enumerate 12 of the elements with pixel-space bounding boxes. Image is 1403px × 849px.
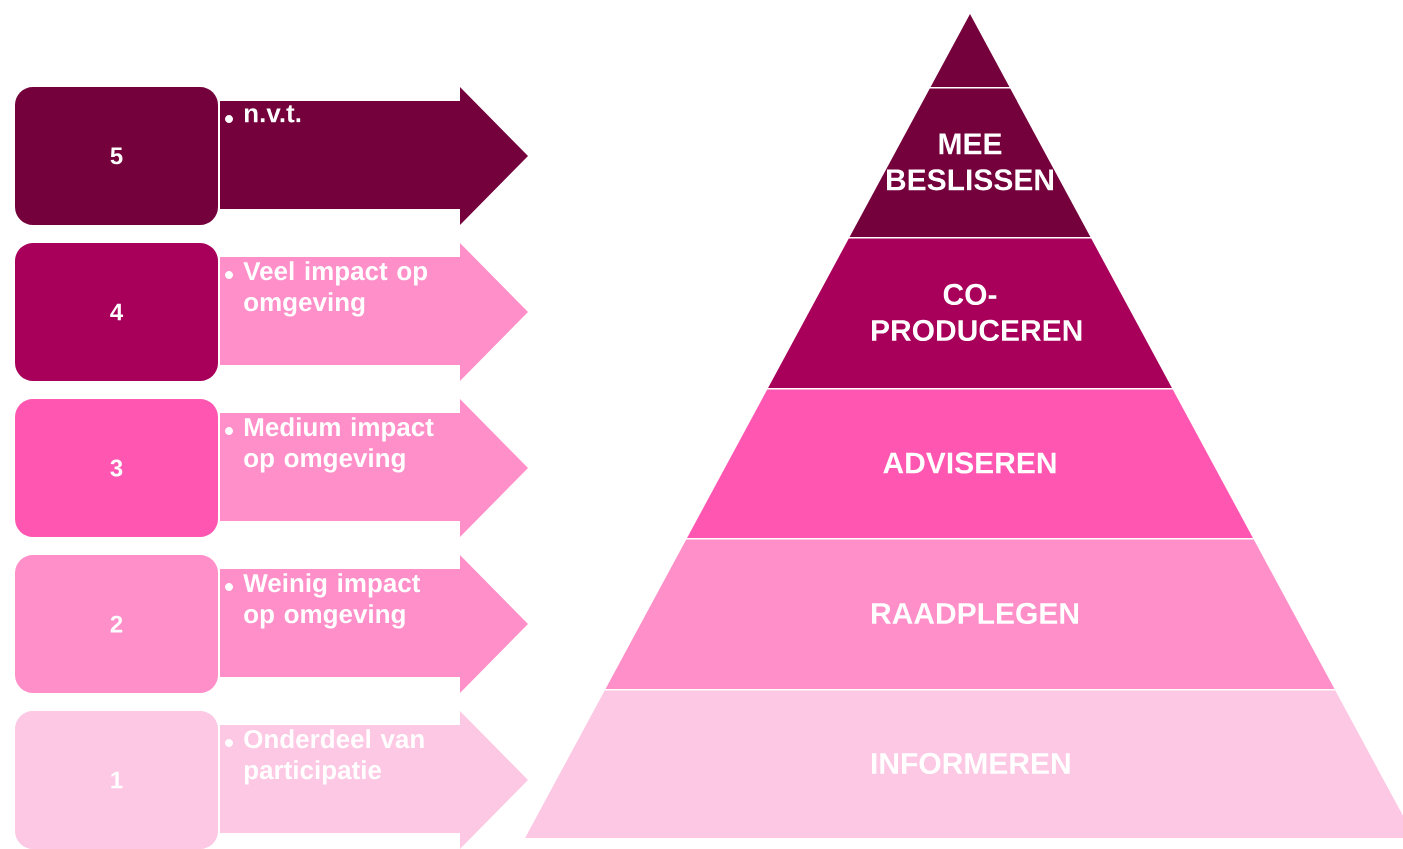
node-label: 2 [110,615,123,633]
pyramid-band: ADVISEREN [687,389,1253,538]
number-box: 3 [15,399,218,537]
pyramid-band: CO-PRODUCEREN [768,238,1172,388]
number-box: 2 [15,555,218,693]
pyramid-apex [930,14,1010,87]
node-label: n.v.t. [244,105,301,123]
number-box: 5 [15,87,218,225]
number-box: 4 [15,243,218,381]
node-label: 5 [110,147,123,165]
pyramid-band: RAADPLEGEN [605,539,1335,689]
node-label: Weinig impact op omgeving [243,573,421,629]
